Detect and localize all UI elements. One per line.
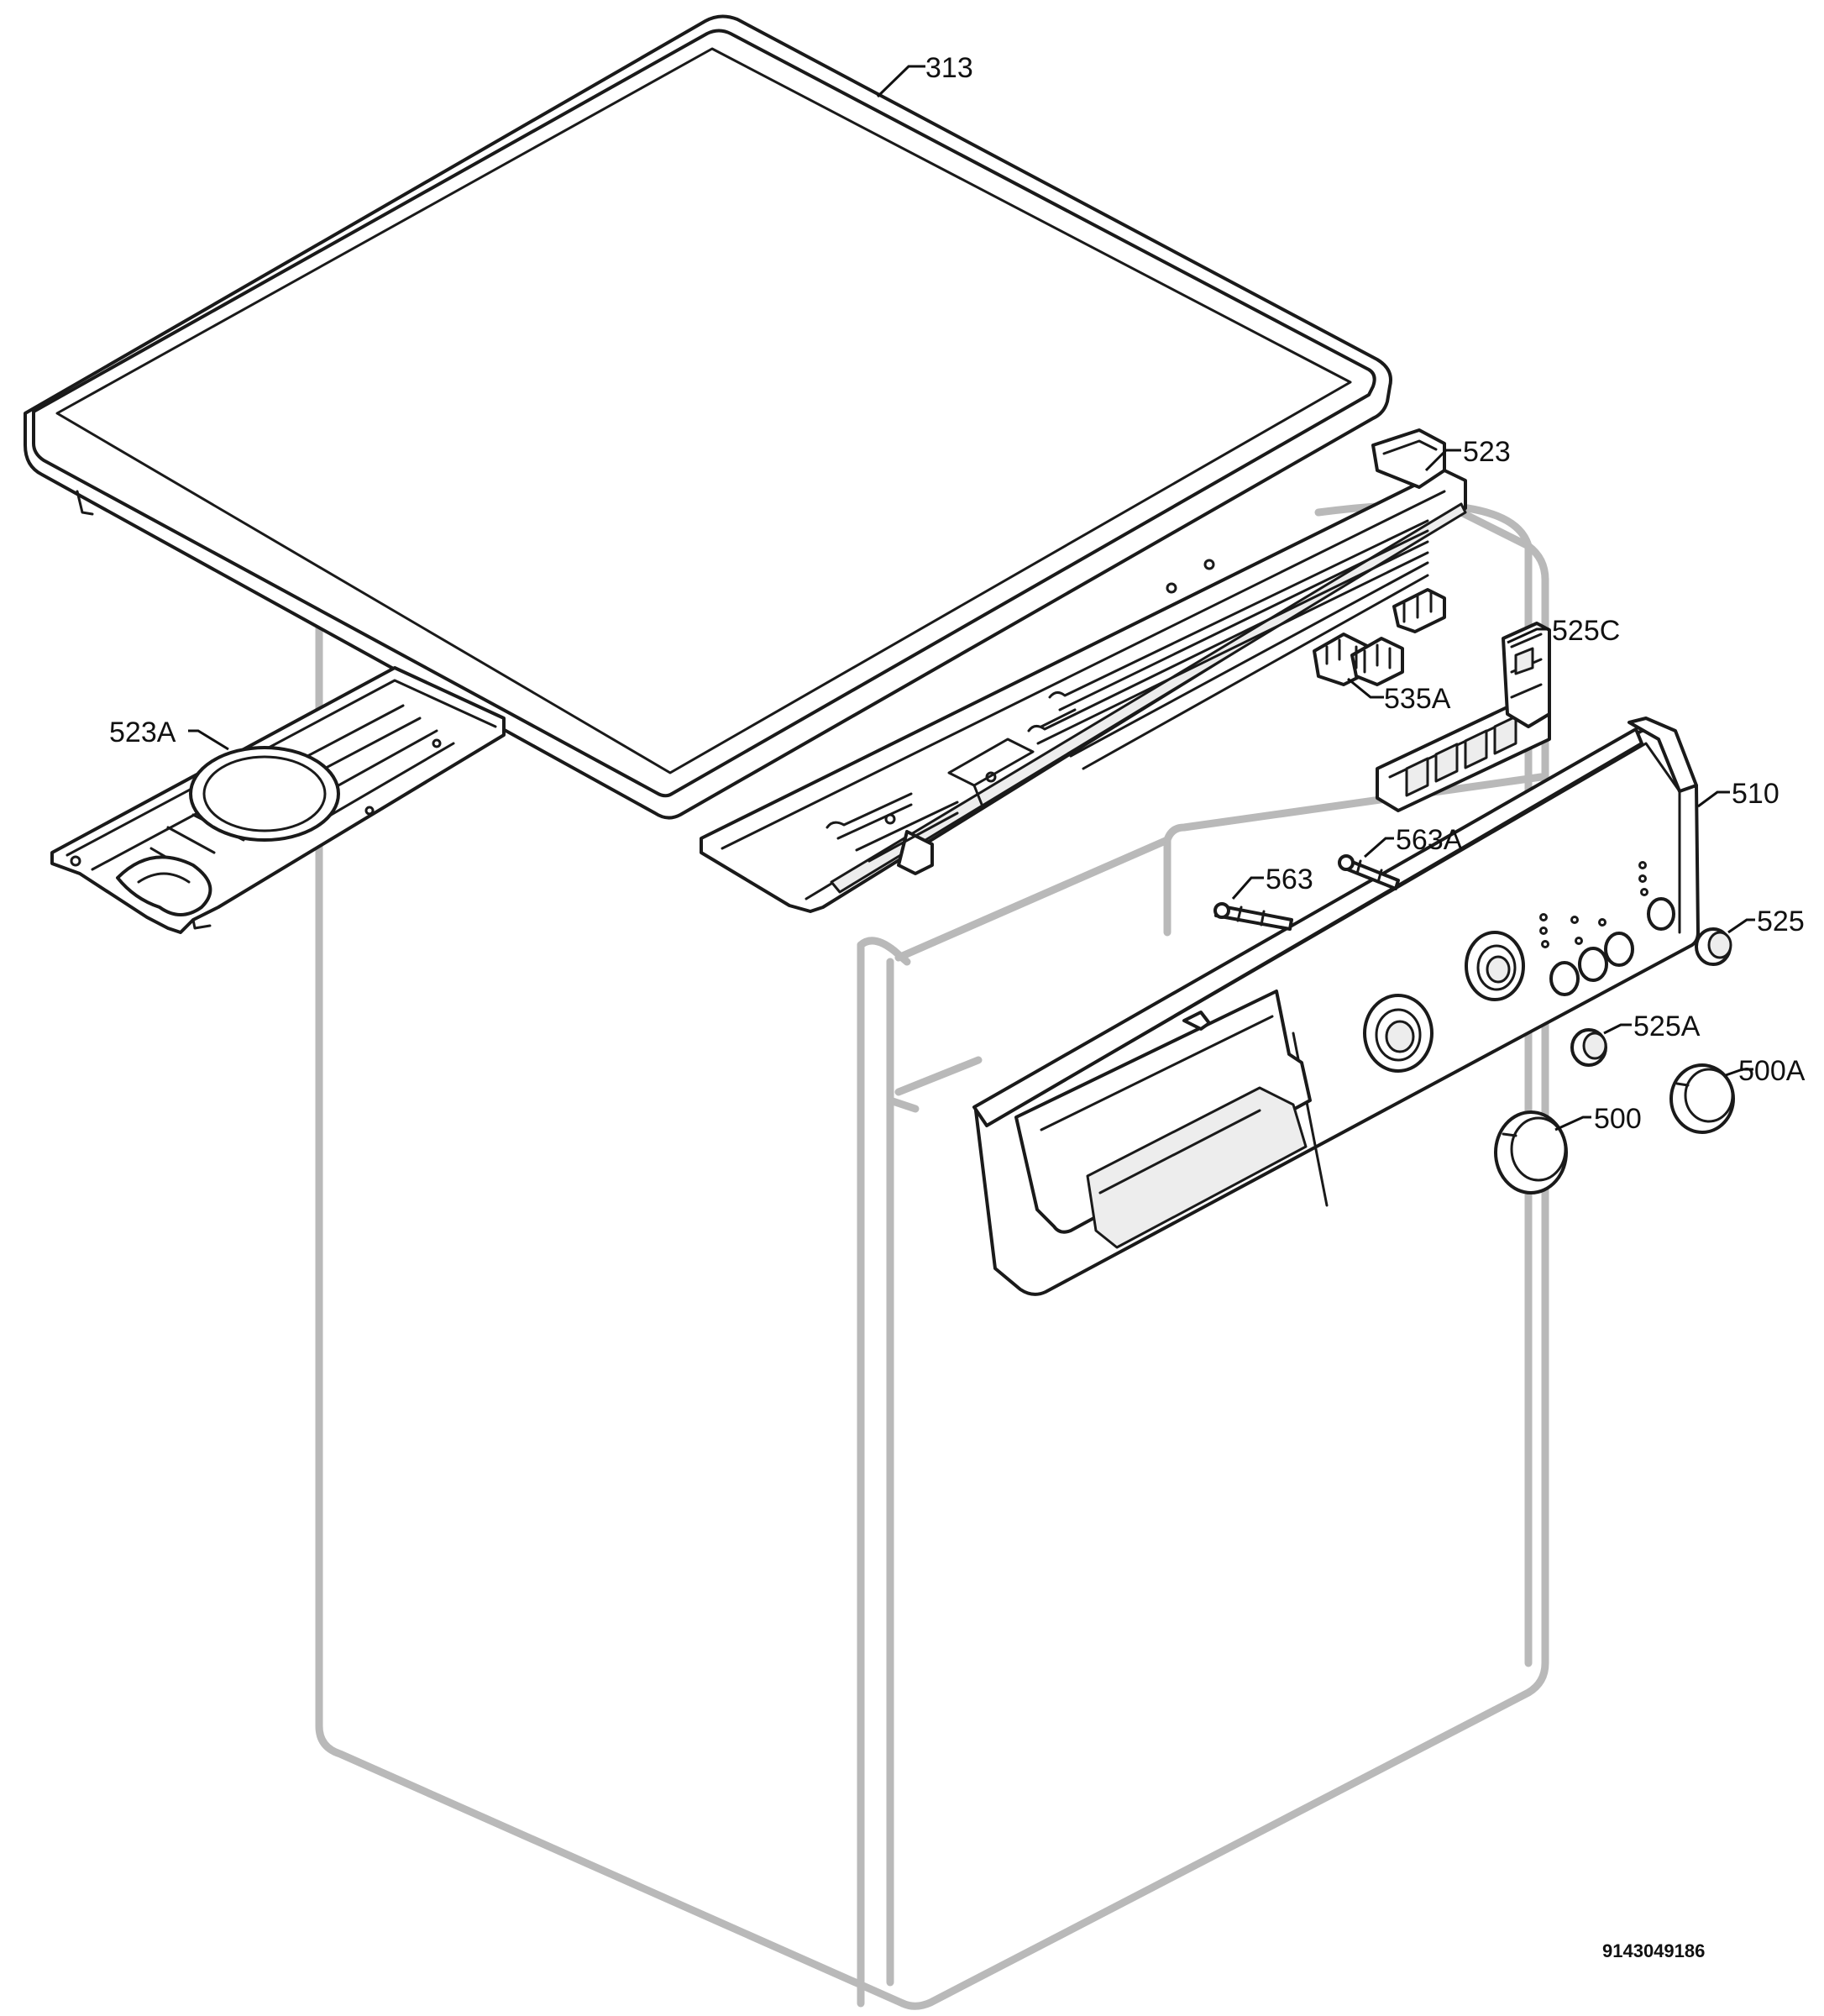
knob-part-500 bbox=[1494, 1110, 1568, 1194]
callout-563: 563 bbox=[1266, 864, 1313, 895]
callout-525A: 525A bbox=[1633, 1011, 1701, 1042]
rod-part-563A bbox=[1338, 854, 1400, 890]
knob-part-525A bbox=[1570, 1028, 1607, 1067]
callout-525: 525 bbox=[1757, 906, 1805, 937]
module-part-525C bbox=[1376, 622, 1551, 812]
front-rail-part-523A bbox=[50, 666, 506, 934]
knob-part-500A bbox=[1669, 1063, 1735, 1134]
callout-535A: 535A bbox=[1384, 683, 1451, 715]
callout-500A: 500A bbox=[1738, 1055, 1806, 1087]
control-panel-part-510 bbox=[972, 717, 1700, 1296]
callout-563A: 563A bbox=[1396, 824, 1463, 856]
callout-523: 523 bbox=[1463, 436, 1511, 468]
document-code: 9143049186 bbox=[1602, 1940, 1705, 1961]
callout-523A: 523A bbox=[109, 717, 176, 748]
rod-part-563 bbox=[1213, 902, 1293, 931]
knob-part-525 bbox=[1695, 927, 1732, 966]
callout-510: 510 bbox=[1732, 778, 1779, 810]
connector-part-535A bbox=[1313, 588, 1446, 686]
rear-rail-part-523 bbox=[700, 428, 1467, 913]
top-lid-part-313 bbox=[24, 14, 1392, 820]
callout-525C: 525C bbox=[1552, 615, 1620, 647]
callout-500: 500 bbox=[1594, 1103, 1642, 1135]
callout-313: 313 bbox=[925, 52, 973, 84]
leader-lines bbox=[188, 65, 1755, 1131]
